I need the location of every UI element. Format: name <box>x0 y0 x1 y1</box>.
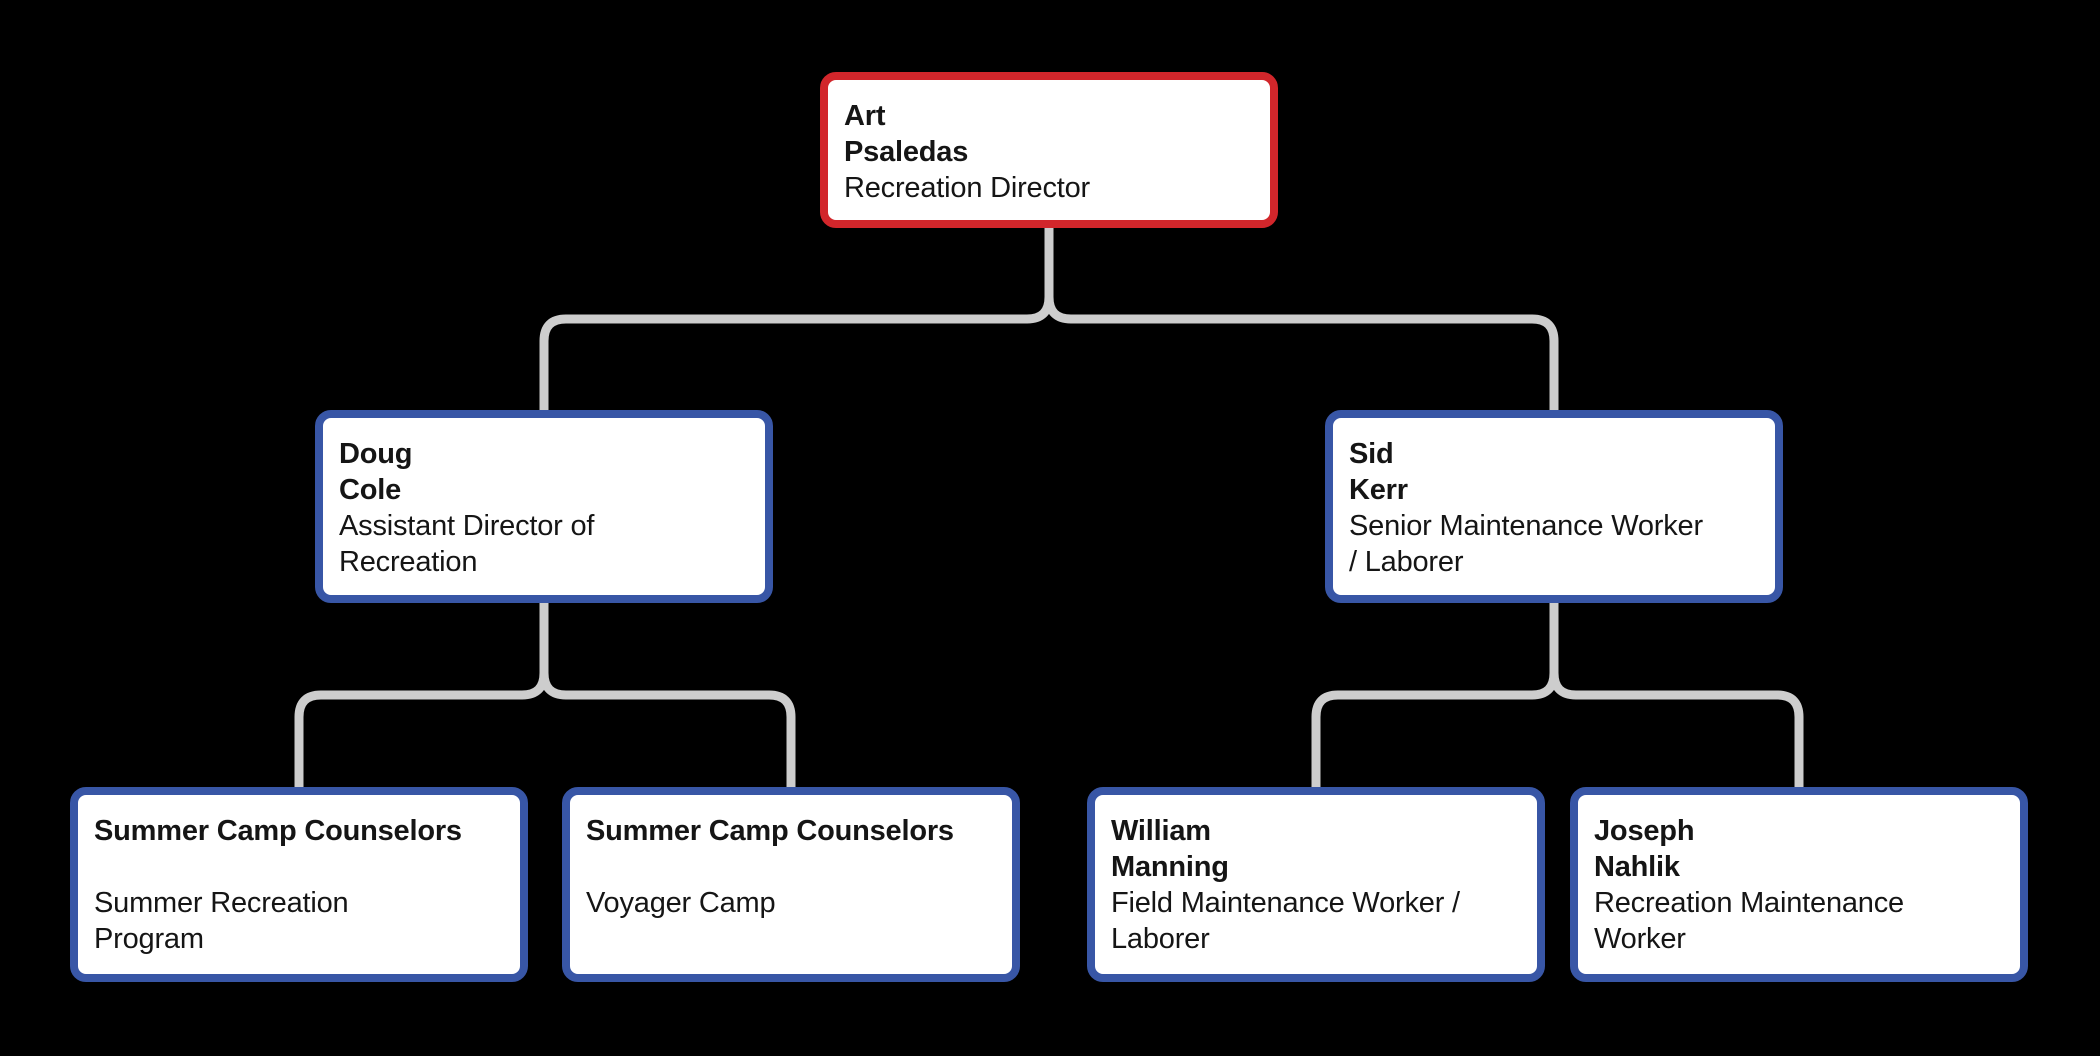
connector-root-to-doug-cole <box>539 228 1054 410</box>
org-node-doug-cole[interactable]: Doug Cole Assistant Director of Recreati… <box>315 410 773 603</box>
connector-doug-to-summer-camp-2 <box>539 602 796 787</box>
org-node-sid-kerr[interactable]: Sid Kerr Senior Maintenance Worker / Lab… <box>1325 410 1783 603</box>
job-title-line: Voyager Camp <box>586 887 776 919</box>
job-title-line: / Laborer <box>1349 546 1464 578</box>
last-name: Nahlik <box>1594 851 1680 883</box>
name-spacer <box>586 849 1000 885</box>
job-title-line: Senior Maintenance Worker <box>1349 510 1703 542</box>
connector-sid-to-william-manning <box>1311 602 1559 787</box>
job-title-line: Recreation <box>339 546 478 578</box>
job-title-line: Recreation Maintenance <box>1594 887 1904 919</box>
org-node-summer-camp-counselors-recreation[interactable]: Summer Camp Counselors Summer Recreation… <box>70 787 528 982</box>
job-title-line: Assistant Director of <box>339 510 595 542</box>
job-title-line: Worker <box>1594 923 1686 955</box>
job-title-line: Program <box>94 923 204 955</box>
first-name: Doug <box>339 438 413 470</box>
first-name: Sid <box>1349 438 1394 470</box>
last-name: Cole <box>339 474 402 506</box>
last-name: Psaledas <box>844 136 969 168</box>
connector-root-to-sid-kerr <box>1044 228 1559 410</box>
org-node-joseph-nahlik[interactable]: Joseph Nahlik Recreation Maintenance Wor… <box>1570 787 2028 982</box>
org-node-summer-camp-counselors-voyager[interactable]: Summer Camp Counselors Voyager Camp <box>562 787 1020 982</box>
first-name: Art <box>844 100 886 132</box>
connector-sid-to-joseph-nahlik <box>1549 602 1804 787</box>
job-title-line: Recreation Director <box>844 172 1091 204</box>
job-title-line: Laborer <box>1111 923 1210 955</box>
group-name: Summer Camp Counselors <box>94 815 462 847</box>
org-node-william-manning[interactable]: William Manning Field Maintenance Worker… <box>1087 787 1545 982</box>
last-name: Manning <box>1111 851 1229 883</box>
group-name: Summer Camp Counselors <box>586 815 954 847</box>
last-name: Kerr <box>1349 474 1408 506</box>
job-title-line: Field Maintenance Worker / <box>1111 887 1460 919</box>
first-name: Joseph <box>1594 815 1695 847</box>
org-node-art-psaledas[interactable]: Art Psaledas Recreation Director <box>820 72 1278 228</box>
job-title-line: Summer Recreation <box>94 887 349 919</box>
first-name: William <box>1111 815 1211 847</box>
name-spacer <box>94 849 508 885</box>
connector-doug-to-summer-camp-1 <box>294 602 549 787</box>
